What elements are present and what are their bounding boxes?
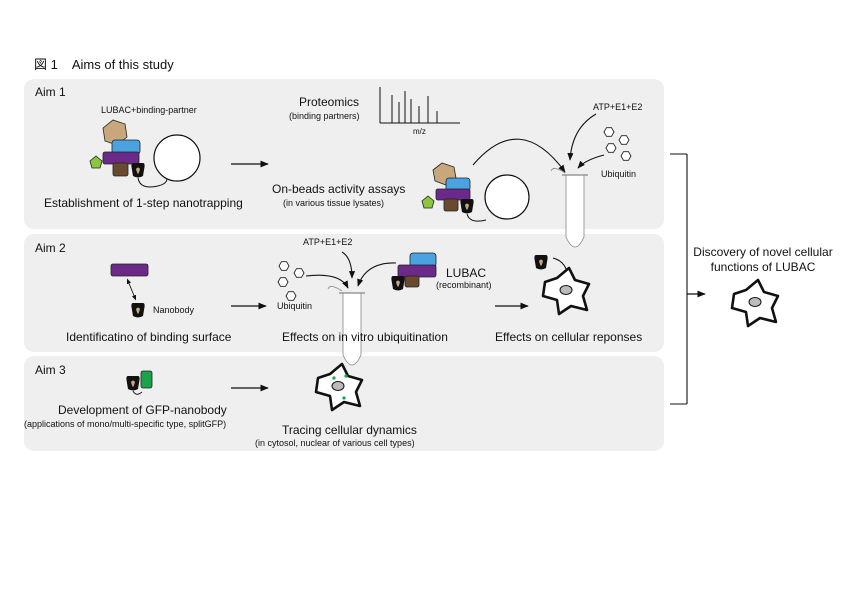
lubac-complex-on-beads <box>421 162 530 222</box>
conclusion-line-1: Discovery of novel cellular <box>693 245 833 259</box>
nanobody-icon <box>131 303 145 318</box>
cell-icon-aim3 <box>314 362 364 412</box>
ubiquitin-label-1: Ubiquitin <box>601 169 637 179</box>
recombinant-label: (recombinant) <box>436 280 492 290</box>
atp-label-1: ATP+E1+E2 <box>593 102 643 112</box>
conclusion-line-2: functions of LUBAC <box>710 260 816 274</box>
aim1-label: Aim 1 <box>35 85 66 99</box>
tissue-label: (in various tissue lysates) <box>283 198 385 208</box>
mass-spectrum <box>379 87 460 124</box>
proteomics-label: Proteomics <box>299 95 360 109</box>
nanobody-label: Nanobody <box>153 305 195 315</box>
tracing-label: Tracing cellular dynamics <box>282 423 417 437</box>
binding-arrow <box>126 278 137 301</box>
aim3-label: Aim 3 <box>35 363 66 377</box>
figure-number: 図 1 <box>34 57 58 72</box>
lubac-complex-aim1 <box>89 119 201 188</box>
lubac-subunit-icon <box>110 263 149 277</box>
aim2-label: Aim 2 <box>35 241 66 255</box>
mz-label: m/z <box>413 127 426 136</box>
identification-label: Identificatino of binding surface <box>66 330 232 344</box>
arrow-ubiquitin-2 <box>305 274 349 289</box>
ubiquitin-label-2: Ubiquitin <box>277 301 313 311</box>
onbeads-label: On-beads activity assays <box>272 182 406 196</box>
arrow-atp-1 <box>567 113 597 161</box>
cytosol-label: (in cytosol, nuclear of various cell typ… <box>255 438 415 448</box>
development-label: Development of GFP-nanobody <box>58 403 227 417</box>
figure-title: 図 1 Aims of this study <box>34 58 174 71</box>
arrow-ubiquitin-1 <box>577 154 605 169</box>
cellular-label: Effects on cellular reponses <box>495 330 643 344</box>
invitro-label: Effects on in vitro ubiquitination <box>282 330 448 344</box>
applications-label: (applications of mono/multi-specific typ… <box>24 419 227 429</box>
lubac-recombinant-icon <box>391 252 437 291</box>
atp-label-2: ATP+E1+E2 <box>303 237 353 247</box>
cell-icon-conclusion <box>730 278 780 328</box>
lubac-label: LUBAC <box>446 266 487 280</box>
cell-icon-aim2 <box>541 266 591 316</box>
figure-title-text: Aims of this study <box>71 57 174 72</box>
arrow-lubac-2 <box>357 262 397 287</box>
gfp-nanobody-icon <box>126 370 153 395</box>
establishment-label: Establishment of 1-step nanotrapping <box>44 196 243 210</box>
binding-partners-label: (binding partners) <box>289 111 360 121</box>
arrow-atp-2 <box>341 251 356 279</box>
trap-caption: LUBAC+binding-partner <box>101 105 197 115</box>
summary-bracket <box>670 153 688 405</box>
nanobody-icon-2 <box>534 255 548 270</box>
arrow-to-tube-1 <box>472 138 566 173</box>
